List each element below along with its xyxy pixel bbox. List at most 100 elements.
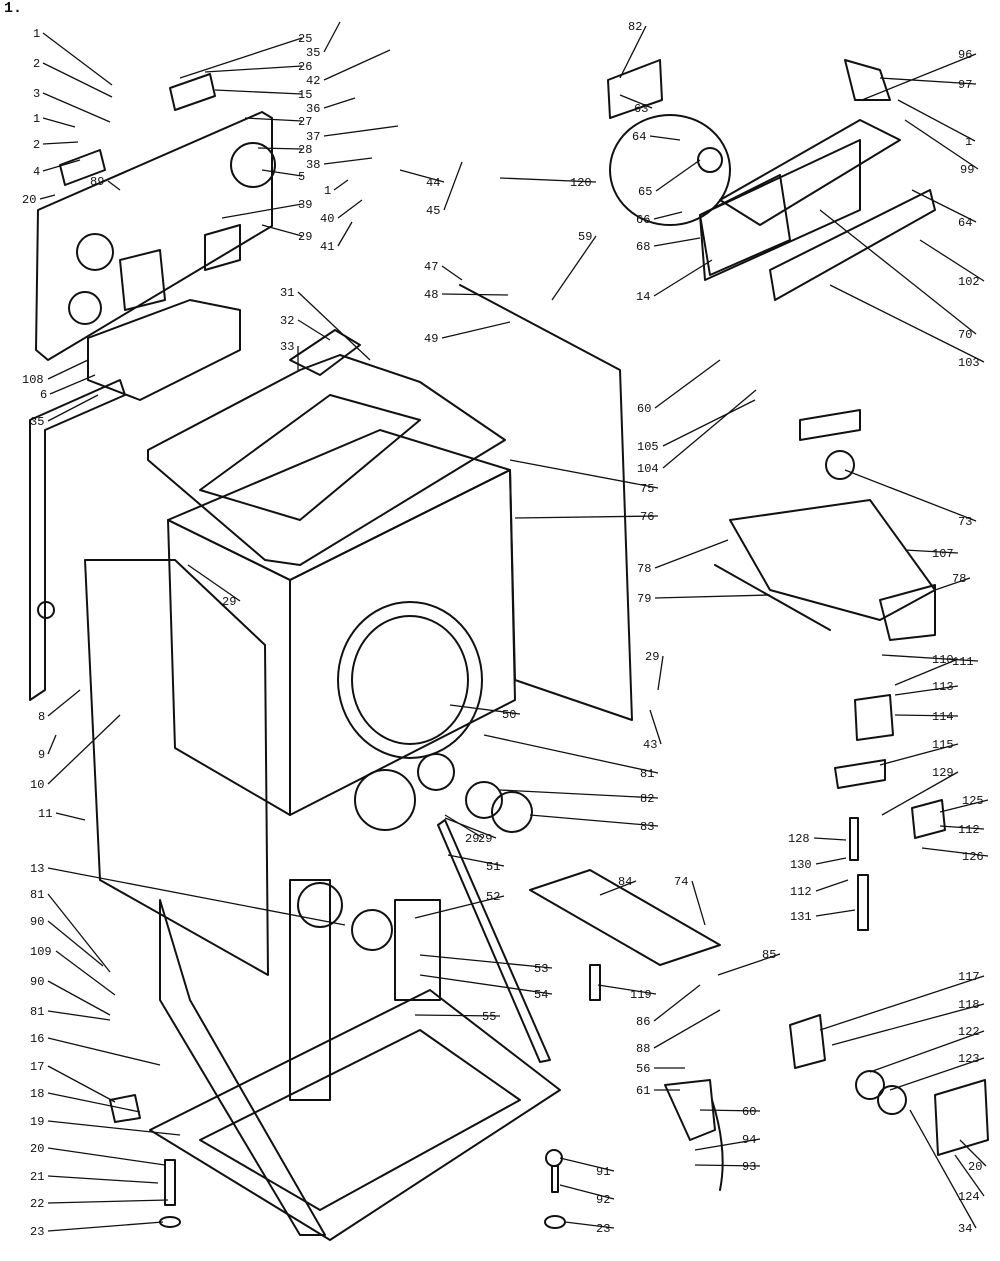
leveling-leg	[164, 1159, 176, 1206]
leader-c14	[261, 169, 303, 177]
callout-c12: 27	[298, 115, 312, 129]
leader-c50	[47, 359, 89, 380]
callout-c40: 102	[958, 275, 980, 289]
callout-c37: 68	[636, 240, 650, 254]
callout-c58: 73	[958, 515, 972, 529]
callout-c127: 124	[958, 1190, 980, 1204]
callout-c53: 60	[637, 402, 651, 416]
callout-c46: 59	[578, 230, 592, 244]
callout-c91: 52	[486, 890, 500, 904]
leader-c40	[919, 239, 985, 282]
callout-c18: 42	[306, 74, 320, 88]
leader-c91	[414, 895, 505, 919]
leader-c60	[654, 539, 729, 569]
center-column	[289, 879, 331, 1101]
callout-c119: 61	[636, 1084, 650, 1098]
callout-c22: 1	[324, 184, 331, 198]
pin-128	[849, 817, 859, 861]
callout-c50: 108	[22, 373, 44, 387]
leader-c112	[653, 984, 701, 1022]
leader-c57	[514, 515, 659, 519]
cabinet-left-side	[167, 519, 291, 816]
leader-c20	[323, 125, 399, 137]
leader-c79	[47, 714, 121, 785]
left-side-rail	[29, 379, 126, 701]
leader-c51	[49, 374, 96, 395]
dispenser-knob	[697, 147, 723, 173]
callout-c19: 36	[306, 102, 320, 116]
base-inner	[199, 1029, 521, 1211]
callout-c108: 54	[534, 988, 548, 1002]
callout-c116: 122	[958, 1025, 980, 1039]
leader-c71	[813, 837, 847, 841]
callout-c70: 125	[962, 794, 984, 808]
callout-c115: 118	[958, 998, 980, 1012]
callout-c6: 4	[33, 165, 40, 179]
leader-c28	[619, 25, 647, 79]
callout-c103: 20	[30, 1142, 44, 1156]
leader-c100	[47, 1065, 116, 1103]
callout-c54: 105	[637, 440, 659, 454]
leader-c49	[441, 321, 511, 339]
callout-c118: 56	[636, 1062, 650, 1076]
callout-c49: 49	[424, 332, 438, 346]
rail-hole	[37, 601, 55, 619]
leader-c70	[939, 799, 989, 813]
leader-c3	[42, 92, 111, 123]
leader-c76	[815, 909, 856, 917]
callout-c82: 50	[502, 708, 516, 722]
panel-cutout-small	[68, 291, 102, 325]
hose-loop	[609, 114, 731, 226]
rear-panel	[459, 284, 633, 721]
callout-c14: 5	[298, 170, 305, 184]
callout-c10: 26	[298, 60, 312, 74]
callout-c34: 64	[632, 130, 646, 144]
callout-c56: 75	[640, 482, 654, 496]
callout-c85: 29	[465, 832, 479, 846]
callout-c23: 40	[320, 212, 334, 226]
callout-c100: 17	[30, 1060, 44, 1074]
callout-c45: 33	[280, 340, 294, 354]
leader-c111	[717, 953, 781, 976]
cabinet-top	[167, 429, 511, 581]
callout-c66: 113	[932, 680, 954, 694]
leader-c5	[42, 141, 79, 145]
leader-c90	[47, 867, 346, 926]
figure-number: 1.	[4, 0, 23, 17]
bracket-73	[799, 409, 861, 441]
leader-c107	[419, 954, 553, 969]
callout-c122: 93	[742, 1160, 756, 1174]
leader-c99	[47, 1037, 161, 1066]
leader-c126	[959, 1139, 987, 1167]
leader-c67	[894, 714, 959, 717]
switch-part	[59, 149, 106, 186]
block-114	[854, 694, 894, 741]
plate-115	[834, 759, 886, 789]
callout-c92: 84	[618, 875, 632, 889]
leader-c74	[921, 847, 989, 857]
top-cover-panel	[199, 394, 421, 521]
pump-port-2	[417, 753, 455, 791]
callout-c47: 47	[424, 260, 438, 274]
upper-bracket	[169, 73, 216, 111]
leader-c115	[831, 1003, 985, 1046]
leader-c8	[107, 180, 121, 191]
leader-c106	[47, 1221, 164, 1232]
callout-c93: 74	[674, 875, 688, 889]
timer-knob-hole	[230, 142, 276, 188]
leader-c26	[443, 161, 463, 211]
rear-column	[394, 899, 441, 1001]
leader-c110	[597, 984, 657, 995]
leader-c85	[444, 814, 484, 839]
callout-c71: 128	[788, 832, 810, 846]
callout-c24: 41	[320, 240, 334, 254]
leader-c54	[662, 399, 756, 447]
callout-c52: 35	[30, 415, 44, 429]
callout-c7: 20	[22, 193, 36, 207]
leader-c89	[447, 854, 505, 867]
leader-c29	[619, 94, 653, 109]
leader-c95	[47, 920, 104, 967]
leader-lines	[39, 21, 989, 1232]
callout-c30: 96	[958, 48, 972, 62]
lid-hinge	[289, 329, 361, 376]
